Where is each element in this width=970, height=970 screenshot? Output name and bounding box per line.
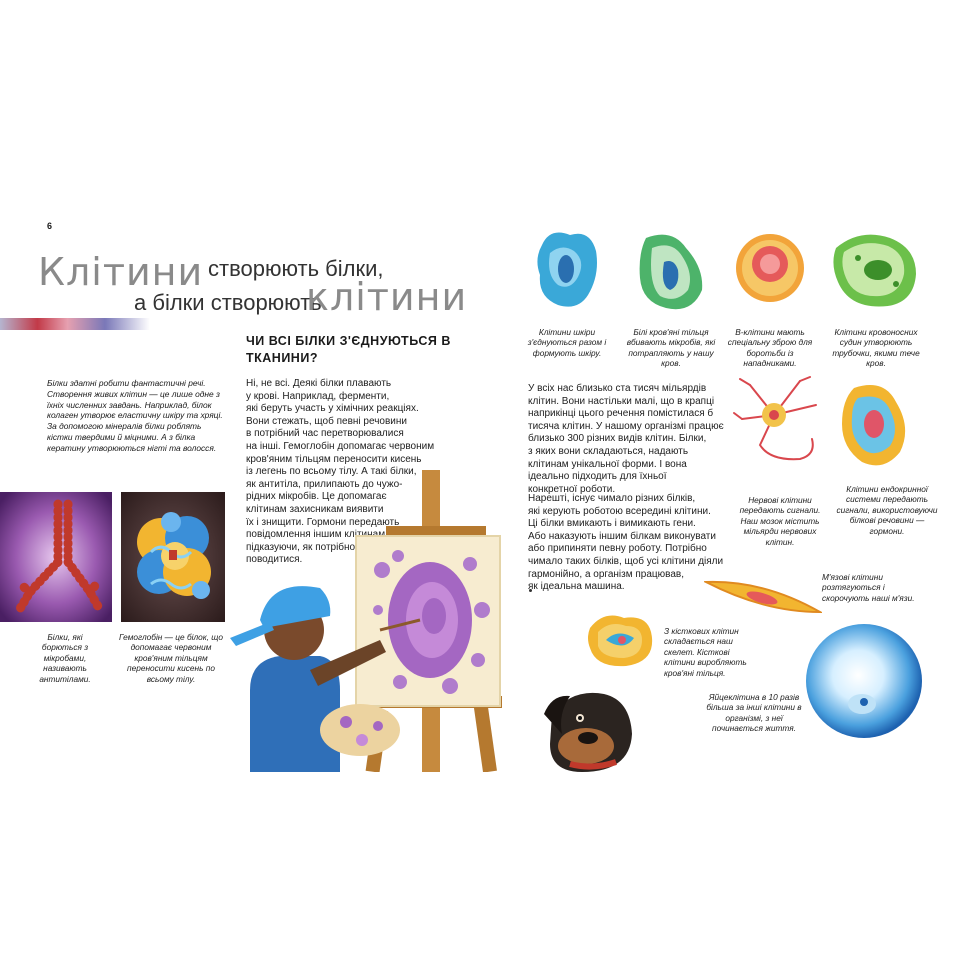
question-line: поводитися. [246, 554, 303, 566]
egg-cell-caption: Яйцеклітина в 10 разів більша за інші кл… [706, 692, 802, 734]
hemoglobin-image [121, 492, 225, 622]
antibody-caption: Білки, які борються з мікробами, називаю… [39, 632, 91, 684]
endocrine-cell-image [834, 378, 914, 474]
title-line2: а білки створюють [134, 290, 322, 315]
right-para1-line: наприкінці цього речення помістилася б [528, 408, 714, 420]
question-line: Ні, не всі. Деякі білки плавають [246, 378, 392, 389]
question-line: у крові. Наприклад, ферменти, [246, 390, 390, 402]
nerve-cell-caption: Нервові клітини передають сигнали. Наш м… [739, 495, 821, 547]
right-para2-line: гармонійно, а організм працював, [528, 568, 685, 580]
b-cell-caption: В-клітини мають спеціальну зброю для бор… [727, 327, 813, 369]
bone-cell-image [584, 608, 656, 670]
question-body: Ні, не всі. Деякі білки плавають у крові… [246, 378, 461, 567]
vessel-cell-image [830, 228, 922, 310]
skin-cell-caption: Клітини шкіри з'єднуються разом і формую… [527, 327, 607, 358]
question-line: на інші. Гемоглобін допомагає червоним [246, 440, 435, 452]
right-para1-line: близько 300 різних видів клітин. Білки, [528, 433, 707, 445]
right-para1-line: з яких вони складаються, надають [528, 445, 689, 457]
question-line: повідомлення іншим клітинам, [246, 529, 388, 541]
question-line: із легень по всьому тілу. А такі білки, [246, 466, 417, 478]
question-line: кров'яним тільцям переносити кисень [246, 453, 422, 465]
right-para2-line: які керують роботою всередині клітини. [528, 505, 711, 517]
page-number: 6 [47, 221, 53, 231]
right-para1-line: ідеально підходить для їхньої [528, 471, 667, 483]
right-para2-line: Або наказують іншим білкам виконувати [528, 530, 716, 542]
egg-cell-image [804, 622, 924, 740]
question-line: в потрібний час перетворювалися [246, 428, 404, 440]
right-para1-line: клітинам унікальної форми. І вона [528, 458, 687, 470]
bone-cell-caption: З кісткових клітин складається наш скеле… [664, 626, 747, 678]
hemoglobin-caption: Гемоглобін — це білок, що допомагає черв… [119, 632, 223, 684]
title-line1: створюють білки, [208, 256, 384, 281]
right-para1-line: конкретної роботи. [528, 483, 616, 495]
right-para2-line: Ці білки вмикають і вимикають гени. [528, 518, 696, 530]
question-line: рідних мікробів. Це допомагає [246, 491, 387, 503]
question-line: їх і знищити. Гормони передають [246, 516, 400, 528]
endocrine-cell-caption: Клітини ендокринної системи передають си… [836, 484, 938, 536]
question-line: які беруть участь у хімічних реакціях. [246, 403, 419, 415]
decorative-dot [529, 589, 532, 592]
question-heading: ЧИ ВСІ БІЛКИ З'ЄДНУЮТЬСЯ В ТКАНИНИ? [246, 334, 451, 365]
right-para2-line: як ідеальна машина. [528, 581, 625, 593]
muscle-cell-image [704, 568, 822, 620]
title-word-big-1: Клітини [38, 250, 204, 294]
right-para1-line: тисяча клітин. У нашому організмі працює [528, 420, 724, 432]
question-line: клітинам захисникам виявити [246, 503, 384, 515]
skin-cell-image [530, 225, 605, 315]
right-para2-line: або припиняти певну роботу. Потрібно [528, 543, 707, 555]
right-paragraph-1: У всіх нас близько ста тисяч мільярдів к… [528, 383, 728, 496]
right-para2-line: чимало таких білків, щоб усі клітини дія… [528, 555, 724, 567]
right-para1-line: У всіх нас близько ста тисяч мільярдів [528, 383, 707, 394]
decorative-stripe [0, 318, 150, 330]
question-line: підказуючи, як потрібно [246, 541, 356, 553]
vessel-cell-caption: Клітини кровоносних судин утворюють труб… [832, 327, 920, 369]
b-cell-image [734, 228, 806, 308]
question-line: як антитіла, прилипають до чужо- [246, 478, 403, 490]
intro-text: Білки здатні робити фантастичні речі. Ст… [47, 378, 223, 453]
boy-painting-illustration [210, 460, 510, 772]
white-blood-cell-image [632, 228, 707, 316]
right-paragraph-2: Нарешті, існує чимало різних білків, які… [528, 493, 728, 594]
white-blood-cell-caption: Білі кров'яні тільця вбивають мікробів, … [626, 327, 716, 369]
page-title: Клітини створюють білки, а білки створюю… [38, 250, 498, 320]
antibody-image [0, 492, 112, 622]
dog-illustration [542, 684, 642, 772]
question-line: Вони стежать, щоб певні речовини [246, 415, 407, 427]
right-para2-line: Нарешті, існує чимало різних білків, [528, 493, 696, 504]
title-word-big-2: клітини [306, 275, 468, 319]
nerve-cell-image [730, 375, 822, 465]
muscle-cell-caption: М'язові клітини розтягуються і скорочуют… [822, 572, 915, 603]
right-para1-line: клітин. Вони настільки малі, що в крапці [528, 395, 715, 407]
